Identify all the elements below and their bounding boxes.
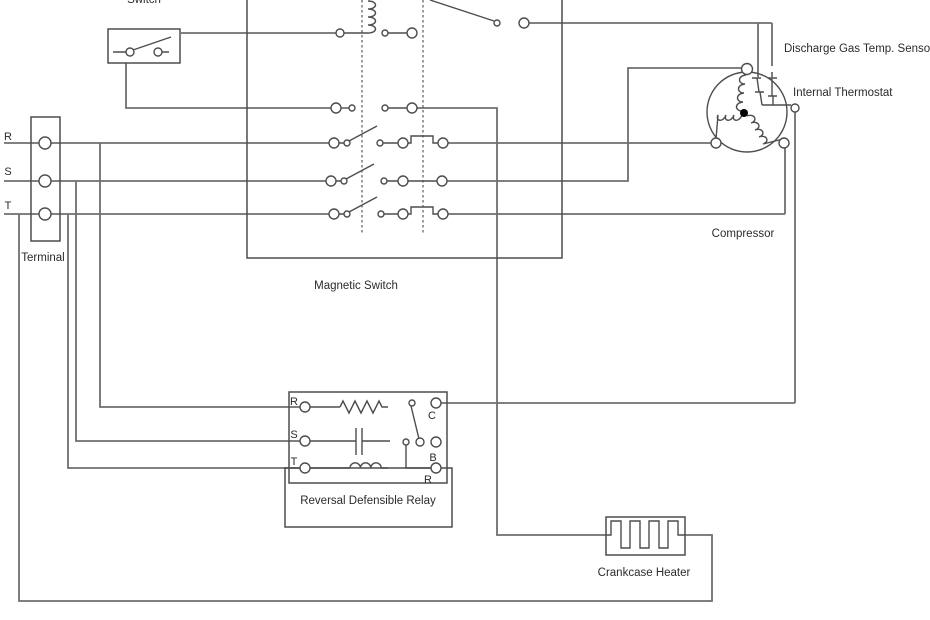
relay-contact-b-label: B [429, 452, 436, 464]
compressor [706, 62, 800, 153]
reversal-relay-label: Reversal Defensible Relay [300, 495, 436, 507]
compressor-label: Compressor [712, 228, 775, 240]
magnetic-switch-contact-s [325, 163, 448, 187]
switch-wires [125, 32, 336, 109]
terminal-block [30, 116, 61, 242]
relay-capacitor-row [299, 428, 390, 455]
relay-input-r-label: R [290, 396, 298, 408]
magnetic-switch-label: Magnetic Switch [314, 280, 398, 292]
disconnect-switch [107, 28, 181, 64]
discharge-sensor-label: Discharge Gas Temp. Sensor [784, 43, 930, 55]
internal-thermostat-element [752, 77, 791, 106]
relay-resistor-row [299, 399, 388, 415]
compressor-wires [441, 22, 796, 404]
crankcase-heater-label: Crankcase Heater [598, 567, 691, 579]
relay-drop-wires [67, 143, 300, 469]
crankcase-heater [605, 516, 686, 556]
reversal-defensible-relay [284, 391, 453, 528]
relay-inductor-row [299, 462, 388, 474]
relay-contact-r-label: R [424, 474, 432, 486]
power-feed-wires [4, 142, 329, 215]
terminal-pin-r-label: R [4, 131, 12, 143]
magnetic-switch-contact-r [328, 125, 449, 149]
magnetic-switch-contact-t [328, 196, 449, 220]
crankcase-heater-loop-wires [18, 107, 713, 602]
overload-contact [429, 0, 530, 29]
magnetic-switch-coil [335, 0, 418, 39]
terminal-pin-t-label: T [5, 200, 12, 212]
magnetic-switch [246, 0, 563, 259]
relay-input-s-label: S [290, 429, 297, 441]
relay-contact-c-label: C [428, 410, 436, 422]
terminal-label: Terminal [21, 252, 64, 264]
switch-label: Switch [127, 0, 161, 6]
compressor-windings [715, 74, 784, 145]
terminal-pin-s-label: S [4, 166, 11, 178]
relay-changeover-switch [402, 397, 442, 474]
relay-input-t-label: T [291, 456, 298, 468]
magnetic-switch-aux-contact [330, 102, 418, 114]
internal-thermostat-label: Internal Thermostat [793, 87, 893, 99]
